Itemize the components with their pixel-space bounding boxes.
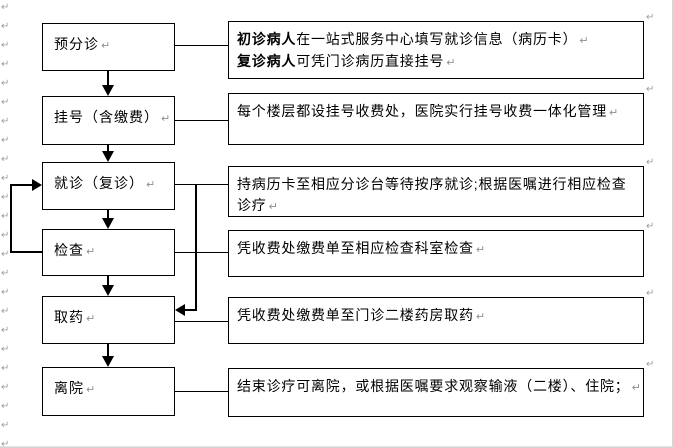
branch-consult-bottom-line [184, 309, 197, 311]
arrowhead-down-icon [102, 151, 114, 162]
return-mark-icon: ↵ [579, 34, 589, 47]
node-label: 预分诊 [54, 36, 99, 52]
return-mark-icon: ↵ [646, 359, 655, 370]
node-examination[interactable]: 检查↵ [42, 229, 175, 276]
arrow-examination-to-pharmacy [107, 276, 109, 287]
return-mark-icon: ↵ [1, 230, 10, 241]
return-mark-icon: ↵ [1, 97, 10, 108]
note-discharge[interactable]: 结束诊疗可离院，或根据医嘱要求观察输液（二楼）、住院；↵ [228, 368, 644, 417]
arrow-pharmacy-to-discharge [107, 344, 109, 358]
return-mark-icon: ↵ [1, 192, 10, 203]
node-label: 检查 [54, 242, 84, 258]
return-mark-icon: ↵ [1, 268, 10, 279]
arrowhead-down-icon [102, 356, 114, 367]
note-registration[interactable]: 每个楼层都设挂号收费处，医院实行挂号收费一体化管理↵ [228, 93, 644, 145]
return-mark-icon: ↵ [1, 439, 10, 447]
return-mark-icon: ↵ [1, 249, 10, 260]
arrowhead-left-icon [175, 304, 185, 316]
return-mark-icon: ↵ [161, 112, 171, 125]
return-mark-icon: ↵ [1, 78, 10, 89]
return-mark-icon: ↵ [475, 243, 486, 256]
return-mark-icon: ↵ [1, 287, 10, 298]
connector-pharmacy [175, 321, 228, 322]
note-line: 复诊病人可凭门诊病历直接挂号↵ [237, 53, 456, 69]
note-pharmacy[interactable]: 凭收费处缴费单至门诊二楼药房取药↵ [228, 297, 644, 344]
node-label: 就诊（复诊） [54, 175, 144, 191]
connector-consultation [175, 184, 228, 185]
return-mark-icon: ↵ [1, 211, 10, 222]
return-mark-icon: ↵ [1, 59, 10, 70]
arrowhead-down-icon [102, 218, 114, 229]
node-pre-triage[interactable]: 预分诊↵ [42, 23, 175, 71]
note-line: 持病历卡至相应分诊台等待按序就诊;根据医嘱进行相应检查诊疗↵ [237, 176, 627, 213]
connector-examination [175, 252, 228, 253]
node-pharmacy[interactable]: 取药↵ [42, 296, 175, 344]
return-mark-icon: ↵ [86, 245, 96, 258]
note-pre-triage[interactable]: 初诊病人在一站式服务中心填写就诊信息（病历卡）↵ 复诊病人可凭门诊病历直接挂号↵ [228, 21, 644, 79]
connector-registration [175, 120, 228, 121]
return-mark-icon: ↵ [1, 40, 10, 51]
return-mark-icon: ↵ [1, 401, 10, 412]
connector-discharge [175, 391, 228, 392]
branch-consult-vertical-line [195, 184, 197, 311]
return-mark-icon: ↵ [1, 2, 10, 13]
arrow-consultation-to-examination [107, 210, 109, 220]
loop-exam-top-line [10, 184, 32, 186]
return-mark-icon: ↵ [86, 312, 96, 325]
return-mark-icon: ↵ [1, 306, 10, 317]
return-mark-icon: ↵ [146, 178, 156, 191]
return-mark-icon: ↵ [1, 382, 10, 393]
note-line: 结束诊疗可离院，或根据医嘱要求观察输液（二楼）、住院；↵ [237, 378, 641, 394]
return-mark-icon: ↵ [446, 56, 456, 69]
return-mark-icon: ↵ [1, 154, 10, 165]
note-line: 凭收费处缴费单至门诊二楼药房取药↵ [237, 307, 486, 323]
window-edge-right [672, 0, 674, 447]
return-mark-icon: ↵ [646, 12, 655, 23]
node-label: 离院 [54, 380, 84, 396]
arrow-registration-to-consultation [107, 145, 109, 153]
arrowhead-down-icon [102, 85, 114, 96]
node-label: 挂号（含缴费） [54, 109, 159, 125]
node-discharge[interactable]: 离院↵ [42, 367, 175, 416]
return-mark-icon: ↵ [1, 116, 10, 127]
return-mark-icon: ↵ [609, 106, 619, 119]
note-consultation[interactable]: 持病历卡至相应分诊台等待按序就诊;根据医嘱进行相应检查诊疗↵ [228, 166, 644, 217]
return-mark-icon: ↵ [1, 344, 10, 355]
node-label: 取药 [54, 309, 84, 325]
return-mark-icon: ↵ [1, 173, 10, 184]
loop-exam-bottom-line [10, 251, 42, 253]
return-mark-icon: ↵ [101, 39, 111, 52]
return-mark-icon: ↵ [1, 21, 10, 32]
note-line: 凭收费处缴费单至相应检查科室检查↵ [237, 240, 486, 256]
node-consultation[interactable]: 就诊（复诊）↵ [42, 162, 175, 210]
return-mark-icon: ↵ [646, 157, 655, 168]
return-mark-icon: ↵ [1, 420, 10, 431]
return-mark-icon: ↵ [646, 288, 655, 299]
loop-exam-vertical-line [10, 184, 12, 253]
return-mark-icon: ↵ [646, 221, 655, 232]
return-mark-icon: ↵ [475, 310, 486, 323]
arrowhead-down-icon [102, 285, 114, 296]
arrow-pretriage-to-registration [107, 71, 109, 87]
return-mark-icon: ↵ [631, 381, 641, 394]
connector-pre-triage [175, 45, 228, 46]
note-line: 初诊病人在一站式服务中心填写就诊信息（病历卡）↵ [237, 31, 589, 47]
return-mark-icon: ↵ [1, 325, 10, 336]
arrowhead-right-icon [32, 179, 42, 191]
note-examination[interactable]: 凭收费处缴费单至相应检查科室检查↵ [228, 230, 644, 277]
return-mark-icon: ↵ [86, 383, 96, 396]
return-mark-icon: ↵ [1, 363, 10, 374]
return-mark-icon: ↵ [1, 135, 10, 146]
node-registration[interactable]: 挂号（含缴费）↵ [42, 96, 175, 145]
return-mark-icon: ↵ [646, 84, 655, 95]
note-line: 每个楼层都设挂号收费处，医院实行挂号收费一体化管理↵ [237, 103, 619, 119]
return-mark-icon: ↵ [268, 200, 278, 213]
